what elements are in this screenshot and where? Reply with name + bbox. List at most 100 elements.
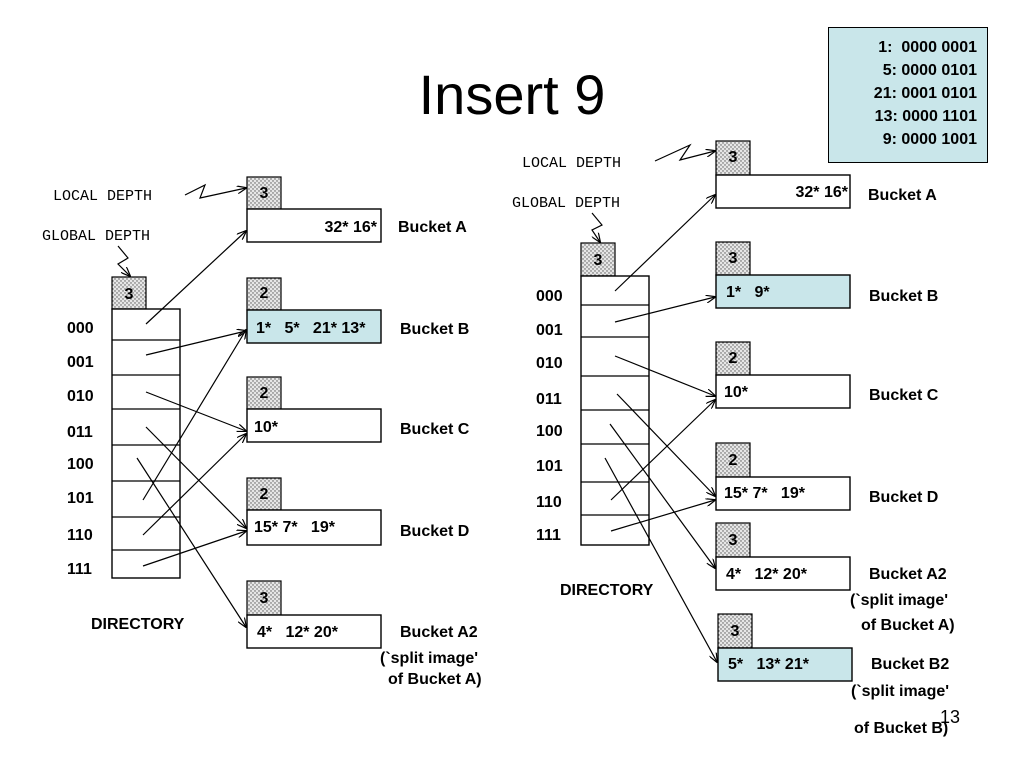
dir-entry: 001 xyxy=(67,354,94,371)
pointer-110 xyxy=(142,434,246,536)
bucket-entries: 4* 12* 20* xyxy=(257,624,339,641)
dir-entry: 101 xyxy=(67,490,94,507)
local-depth-box xyxy=(715,341,751,376)
bucket-label: Bucket D xyxy=(400,523,469,540)
local-depth-value: 3 xyxy=(260,590,269,607)
local-depth-value: 3 xyxy=(729,532,738,549)
local-depth-box xyxy=(715,522,751,558)
pointer-101 xyxy=(604,457,717,662)
local-depth-pointer xyxy=(184,183,246,199)
bucket-entries: 15* 7* 19* xyxy=(724,485,806,502)
legend-line: 5: 0000 0101 xyxy=(882,62,977,79)
pointer-011 xyxy=(616,393,715,496)
bucket-label: Bucket A xyxy=(398,219,467,236)
bucket-label: Bucket A xyxy=(868,187,937,204)
dir-entry: 100 xyxy=(67,456,94,473)
local-depth-value: 3 xyxy=(729,149,738,166)
pointer-111 xyxy=(610,500,715,532)
bucket-entries: 15* 7* 19* xyxy=(254,519,336,536)
bucket-entries: 32* 16* xyxy=(325,219,378,236)
pointer-101 xyxy=(142,330,246,501)
bucket-label: Bucket B xyxy=(869,288,938,305)
bucket-entries: 10* xyxy=(724,384,749,401)
directory-label: DIRECTORY xyxy=(560,582,654,599)
bucket-entries: 32* 16* xyxy=(796,184,849,201)
legend-line: 21: 0001 0101 xyxy=(873,85,977,102)
pointer-000 xyxy=(145,231,246,325)
bucket-b xyxy=(715,274,851,309)
bucket-label-note: of Bucket A) xyxy=(388,671,482,688)
bucket-c xyxy=(715,374,851,409)
local-depth-box xyxy=(715,442,751,478)
dir-entry: 000 xyxy=(536,288,563,305)
pointer-011 xyxy=(145,426,246,528)
bucket-label: Bucket A2 xyxy=(869,566,947,583)
bucket-a xyxy=(246,208,382,243)
bucket-entries: 1* 5* 21* 13* xyxy=(256,320,366,337)
local-depth-label: LOCAL DEPTH xyxy=(522,155,621,172)
bucket-label: Bucket C xyxy=(400,421,470,438)
dir-entry: 011 xyxy=(67,424,93,441)
bucket-label-note: (`split image' xyxy=(851,683,949,700)
pointer-000 xyxy=(614,195,715,292)
bucket-label: Bucket C xyxy=(869,387,939,404)
bucket-d xyxy=(246,509,382,546)
pointer-001 xyxy=(614,297,715,323)
pointer-111 xyxy=(142,531,246,567)
local-depth-box xyxy=(246,580,282,616)
dir-entry: 111 xyxy=(67,561,92,578)
dir-entry: 111 xyxy=(536,527,561,544)
bucket-a2 xyxy=(715,556,851,591)
bucket-a2 xyxy=(246,614,382,649)
bucket-b xyxy=(246,309,382,344)
bucket-a xyxy=(715,174,851,209)
dir-entry: 000 xyxy=(67,320,94,337)
dir-entry: 011 xyxy=(536,391,562,408)
dir-entry: 101 xyxy=(536,458,563,475)
local-depth-value: 3 xyxy=(731,623,740,640)
global-depth-label: GLOBAL DEPTH xyxy=(42,228,150,245)
local-depth-pointer xyxy=(654,143,715,162)
bucket-entries: 1* 9* xyxy=(726,284,770,301)
dir-entry: 110 xyxy=(67,527,93,544)
local-depth-box xyxy=(715,140,751,176)
binary-legend-box: 1: 0000 0001 5: 0000 0101 21: 0001 0101 … xyxy=(828,27,988,163)
global-depth-label: GLOBAL DEPTH xyxy=(512,195,620,212)
directory-label: DIRECTORY xyxy=(91,616,185,633)
dir-entry: 001 xyxy=(536,322,563,339)
global-depth-pointer xyxy=(591,212,603,242)
global-depth-value: 3 xyxy=(125,286,134,303)
global-depth-box xyxy=(580,242,616,277)
bucket-label-note: (`split image' xyxy=(850,592,948,609)
dir-entry: 110 xyxy=(536,494,562,511)
bucket-entries: 5* 13* 21* xyxy=(728,656,810,673)
global-depth-value: 3 xyxy=(594,252,603,269)
local-depth-box xyxy=(246,376,282,410)
bucket-entries: 4* 12* 20* xyxy=(726,566,808,583)
bucket-d xyxy=(715,476,851,511)
local-depth-value: 2 xyxy=(260,385,269,402)
local-depth-box xyxy=(246,477,282,511)
legend-line: 9: 0000 1001 xyxy=(882,131,977,148)
bucket-label: Bucket B xyxy=(400,321,469,338)
pointer-100 xyxy=(136,457,246,627)
bucket-b2 xyxy=(717,647,853,682)
dir-entry: 010 xyxy=(536,355,563,372)
pointer-001 xyxy=(145,331,246,356)
bucket-entries: 10* xyxy=(254,419,279,436)
bucket-label-note: of Bucket B) xyxy=(854,720,948,737)
local-depth-value: 3 xyxy=(729,250,738,267)
local-depth-value: 2 xyxy=(729,350,738,367)
pointer-100 xyxy=(609,423,715,568)
bucket-label: Bucket A2 xyxy=(400,624,478,641)
bucket-label-note: (`split image' xyxy=(380,650,478,667)
local-depth-value: 3 xyxy=(260,185,269,202)
bucket-c xyxy=(246,408,382,443)
right-diagram: LOCAL DEPTH GLOBAL DEPTH 3 000 001 010 0… xyxy=(512,140,955,737)
bucket-label: Bucket B2 xyxy=(871,656,949,673)
local-depth-value: 2 xyxy=(260,285,269,302)
pointer-010 xyxy=(614,355,715,396)
slide-title: Insert 9 xyxy=(418,63,606,126)
left-diagram: LOCAL DEPTH GLOBAL DEPTH 3 000 001 010 0… xyxy=(42,176,482,688)
